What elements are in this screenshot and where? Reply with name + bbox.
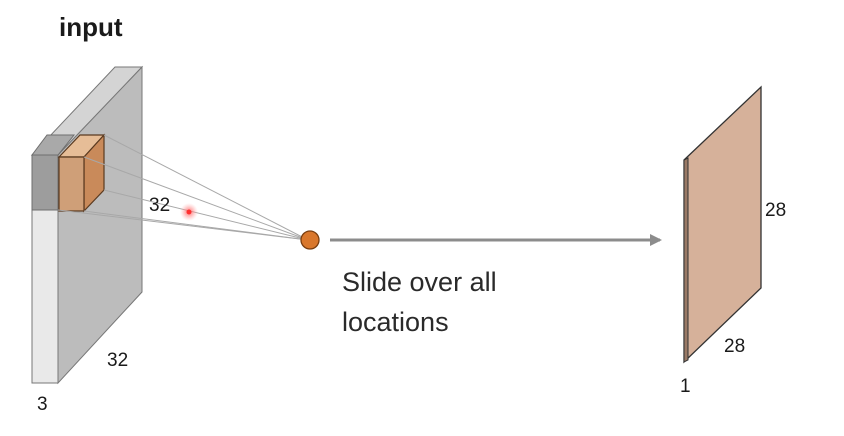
filter-front-face <box>58 156 85 212</box>
neuron-dot-icon <box>300 230 320 250</box>
activation-map-face <box>683 85 762 364</box>
cursor-glow-icon <box>180 203 198 221</box>
output-depth-label: 1 <box>680 376 691 397</box>
receptive-field-front <box>31 134 76 211</box>
output-height-label: 28 <box>765 200 787 221</box>
slide-caption-line-2: locations <box>342 307 449 337</box>
output-width-label: 28 <box>724 336 746 357</box>
activation-map <box>683 85 762 364</box>
filter-size-label: 32 <box>149 195 171 216</box>
slide-caption-line-1: Slide over all <box>342 267 497 297</box>
projection-lines <box>57 134 309 241</box>
input-width-label: 32 <box>107 350 129 371</box>
input-depth-label: 3 <box>37 394 48 415</box>
activation-map-edge <box>683 157 689 363</box>
input-title: input <box>59 12 123 42</box>
input-volume <box>30 65 144 385</box>
slide-caption: Slide over all locations <box>342 262 497 342</box>
